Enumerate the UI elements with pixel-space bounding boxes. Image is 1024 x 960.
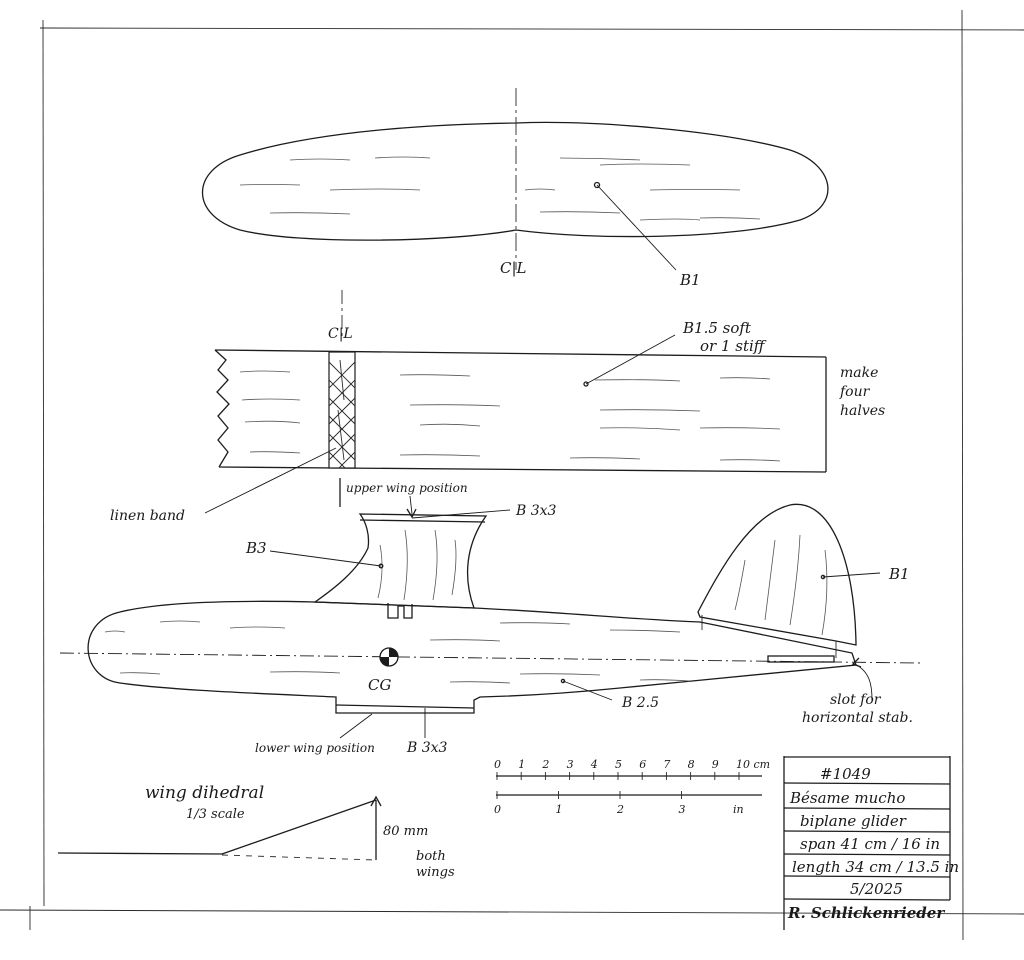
top-wing-centerline-label: C|L bbox=[500, 259, 527, 277]
dihedral-note-1: both bbox=[416, 849, 446, 864]
panel-material-label-2: or 1 stiff bbox=[700, 337, 767, 355]
model-name-1: Bésame mucho bbox=[789, 789, 905, 807]
inch-tick-label: 3 bbox=[679, 803, 686, 816]
top-wing-view: C|L B1 bbox=[202, 88, 829, 289]
pylon-outline bbox=[313, 513, 488, 609]
fuselage-view: upper wing position B3 B 3x3 B1 bbox=[59, 478, 921, 756]
length-label: length 34 cm / 13.5 in bbox=[792, 858, 959, 876]
panel-material-label-1: B1.5 soft bbox=[682, 319, 752, 337]
top-wing-material-label: B1 bbox=[679, 271, 701, 289]
linen-band-label: linen band bbox=[110, 508, 185, 524]
signature: R. Schlickenrieder bbox=[787, 904, 945, 922]
dihedral-view: wing dihedral 1/3 scale 80 mm both wings bbox=[57, 783, 455, 880]
top-wing-outline bbox=[202, 121, 829, 241]
cm-ticks: 0 1 2 3 4 5 6 7 8 9 10 cm bbox=[494, 758, 770, 780]
model-name-2: biplane glider bbox=[800, 812, 907, 830]
cm-tick-label: 9 bbox=[712, 758, 719, 771]
cm-tick-label: 6 bbox=[639, 758, 646, 771]
sheet-border bbox=[0, 9, 1024, 941]
panel-note-3: halves bbox=[840, 403, 885, 419]
fuselage-outline bbox=[87, 600, 857, 714]
cm-tick-label: 10 cm bbox=[736, 758, 770, 771]
cm-tick-label: 7 bbox=[663, 758, 670, 771]
cm-tick-label: 8 bbox=[688, 758, 695, 771]
panel-centerline-label: C|L bbox=[328, 326, 353, 342]
panel-note-2: four bbox=[839, 384, 871, 400]
date-label: 5/2025 bbox=[850, 880, 903, 898]
pylon-material-label: B3 bbox=[245, 539, 267, 557]
slot-label-1: slot for bbox=[830, 692, 882, 708]
drawing-number: #1049 bbox=[820, 765, 871, 783]
fin-material-label: B1 bbox=[888, 565, 910, 583]
upper-wing-position-label: upper wing position bbox=[346, 481, 468, 495]
panel-break-line bbox=[214, 349, 230, 468]
dihedral-scale: 1/3 scale bbox=[186, 807, 245, 822]
cg-symbol bbox=[379, 647, 399, 667]
dihedral-height-label: 80 mm bbox=[383, 824, 428, 839]
dihedral-note-2: wings bbox=[416, 865, 455, 880]
upper-spar-label: B 3x3 bbox=[515, 503, 557, 519]
title-block: #1049 Bésame mucho biplane glider span 4… bbox=[783, 756, 959, 930]
inch-tick-label: 0 bbox=[494, 803, 501, 816]
scale-bar: 0 1 2 3 4 5 6 7 8 9 10 cm 0 1 2 3 in bbox=[494, 758, 770, 816]
cm-tick-label: 0 bbox=[494, 758, 501, 771]
inch-tick-label: 2 bbox=[616, 803, 624, 816]
cm-tick-label: 2 bbox=[541, 758, 549, 771]
linen-band bbox=[328, 351, 356, 469]
cm-tick-label: 4 bbox=[590, 758, 598, 771]
dihedral-title: wing dihedral bbox=[145, 783, 264, 803]
span-label: span 41 cm / 16 in bbox=[800, 835, 940, 853]
body-material-label: B 2.5 bbox=[621, 695, 659, 711]
inch-tick-label: 1 bbox=[556, 803, 563, 816]
inch-ticks: 0 1 2 3 in bbox=[494, 791, 744, 816]
cm-tick-label: 3 bbox=[567, 758, 574, 771]
panel-note-1: make bbox=[840, 365, 878, 381]
cg-label: CG bbox=[368, 676, 391, 694]
lower-wing-position-label: lower wing position bbox=[255, 741, 375, 755]
wing-panel-view: C|L B1.5 s bbox=[110, 290, 885, 524]
fin-outline bbox=[697, 503, 857, 646]
slot-label-2: horizontal stab. bbox=[802, 710, 913, 726]
lower-spar-label: B 3x3 bbox=[406, 740, 448, 756]
inch-tick-label: in bbox=[733, 803, 744, 816]
cm-tick-label: 1 bbox=[518, 758, 525, 771]
cm-tick-label: 5 bbox=[615, 758, 622, 771]
